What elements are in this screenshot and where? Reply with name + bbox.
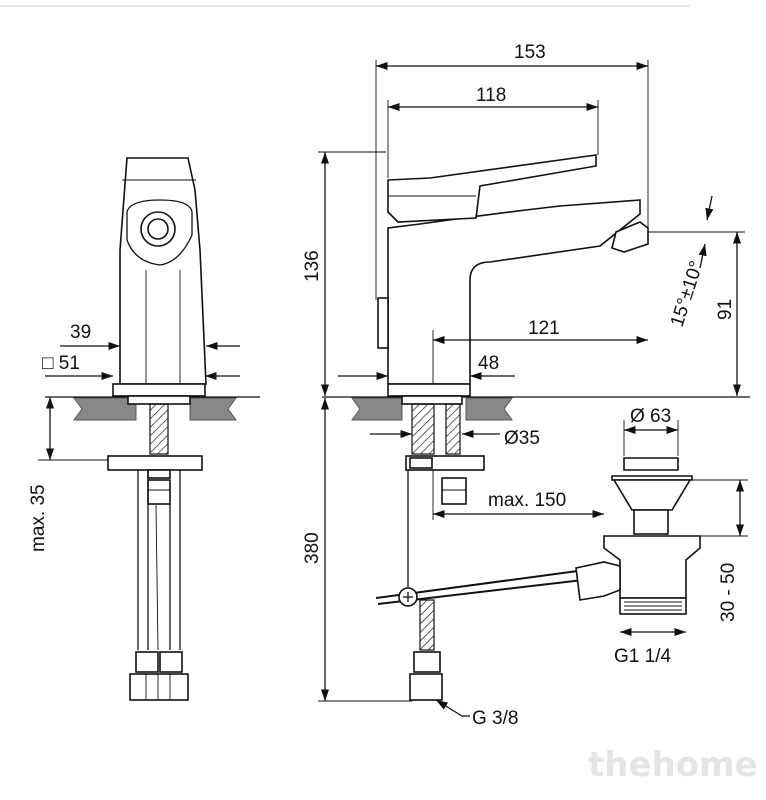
- dim-angle: 15°±10°: [667, 258, 708, 329]
- threaded-rod-front: [411, 403, 435, 455]
- dim-g114: G1 1/4: [614, 646, 671, 667]
- dim-380: 380: [302, 532, 323, 564]
- dim-39: 39: [70, 322, 91, 343]
- countertop-right-b: [465, 397, 513, 421]
- dim-g38: G 3/8: [472, 708, 518, 729]
- dim-153: 153: [514, 42, 546, 63]
- tap-body-side: [119, 157, 207, 385]
- lever-handle: [387, 154, 597, 223]
- countertop-right-a: [351, 397, 403, 421]
- threaded-rod-side: [149, 403, 169, 455]
- dim-48: 48: [478, 353, 499, 374]
- dim-121: 121: [528, 318, 560, 339]
- dim-118: 118: [476, 85, 506, 106]
- dim-max35: max. 35: [28, 484, 49, 552]
- countertop-left-b: [189, 397, 237, 421]
- dim-51: □ 51: [42, 353, 80, 374]
- watermark: thehome: [588, 745, 758, 785]
- dim-range: 30 - 50: [718, 563, 739, 622]
- drain-top: [623, 457, 679, 471]
- dim-dia35: Ø35: [504, 428, 540, 449]
- dim-dia63: Ø 63: [630, 406, 671, 427]
- countertop-left-a: [73, 397, 137, 421]
- dim-max150: max. 150: [488, 490, 566, 511]
- tap-body-front: [387, 199, 641, 385]
- base-plate-side: [112, 383, 206, 397]
- dim-136: 136: [302, 250, 323, 282]
- front-view: 153 118 136 121 48 91 15°±10° 38: [302, 42, 750, 729]
- base-plate-front: [387, 383, 471, 397]
- side-view: 39 □ 51 max. 35: [28, 157, 260, 701]
- dim-91: 91: [715, 299, 736, 320]
- aerator-inner: [147, 218, 169, 240]
